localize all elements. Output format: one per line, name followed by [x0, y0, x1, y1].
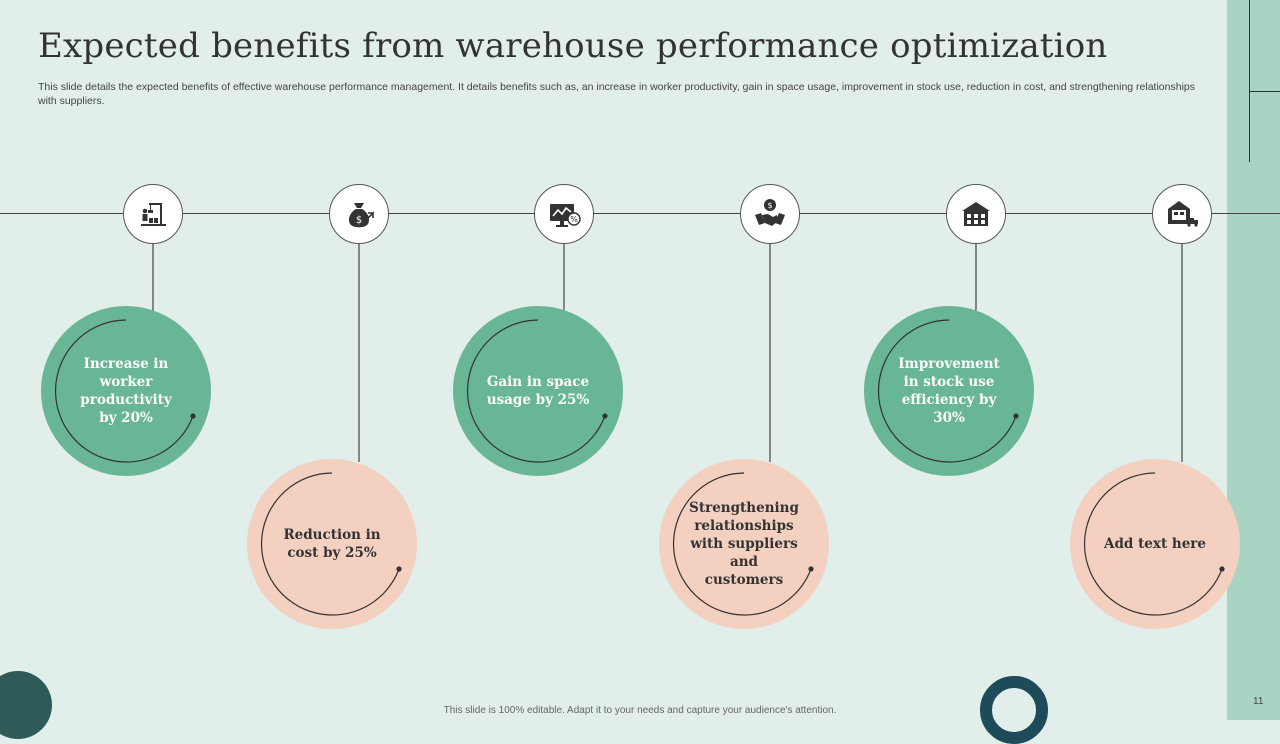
right-accent-strip [1227, 0, 1280, 720]
accent-horizontal-line [1249, 91, 1280, 92]
benefit-circle-productivity: Increase in worker productivity by 20% [41, 306, 211, 476]
slide-title: Expected benefits from warehouse perform… [38, 26, 1108, 66]
decorative-arc [877, 319, 1019, 463]
benefit-circle-space: Gain in space usage by 25% [453, 306, 623, 476]
benefit-text: Add text here [1104, 536, 1206, 552]
decorative-arc [54, 319, 196, 463]
accent-vertical-line [1249, 0, 1250, 162]
svg-text:%: % [570, 215, 578, 224]
decorative-arc [466, 319, 608, 463]
decorative-arc [672, 472, 814, 616]
icon-circle-relationships: $ [740, 184, 800, 244]
benefit-text: Gain in space usage by 25% [486, 374, 590, 408]
benefit-circle-stock: Improvement in stock use efficiency by 3… [864, 306, 1034, 476]
handshake-dollar-icon: $ [755, 199, 785, 226]
footer-note: This slide is 100% editable. Adapt it to… [443, 705, 837, 716]
decorative-arc [260, 472, 402, 616]
benefit-text: Strengthening relationships with supplie… [689, 500, 799, 588]
warehouse-building-icon [962, 202, 990, 226]
svg-text:$: $ [767, 201, 772, 210]
worker-crane-icon [141, 203, 166, 226]
benefit-circle-cost: Reduction in cost by 25% [247, 459, 417, 629]
benefit-text: Reduction in cost by 25% [283, 527, 381, 561]
slide-subtitle: This slide details the expected benefits… [38, 81, 1195, 107]
benefit-circle-relationships: Strengthening relationships with supplie… [659, 459, 829, 629]
svg-text:$: $ [356, 215, 362, 226]
icon-circle-add [1152, 184, 1212, 244]
icon-circle-productivity [123, 184, 183, 244]
money-bag-icon: $ [348, 203, 374, 228]
benefit-text: Improvement in stock use efficiency by 3… [898, 356, 1000, 426]
icon-circle-cost: $ [329, 184, 389, 244]
benefit-circle-add: Add text here [1070, 459, 1240, 629]
icon-circle-stock [946, 184, 1006, 244]
icon-circle-space: % [534, 184, 594, 244]
benefit-text: Increase in worker productivity by 20% [80, 356, 172, 426]
timeline-line [0, 213, 1280, 214]
decorative-arc [1083, 472, 1225, 616]
page-number: 11 [1253, 696, 1264, 707]
warehouse-delivery-icon [1168, 201, 1198, 227]
monitor-chart-icon: % [550, 204, 581, 227]
